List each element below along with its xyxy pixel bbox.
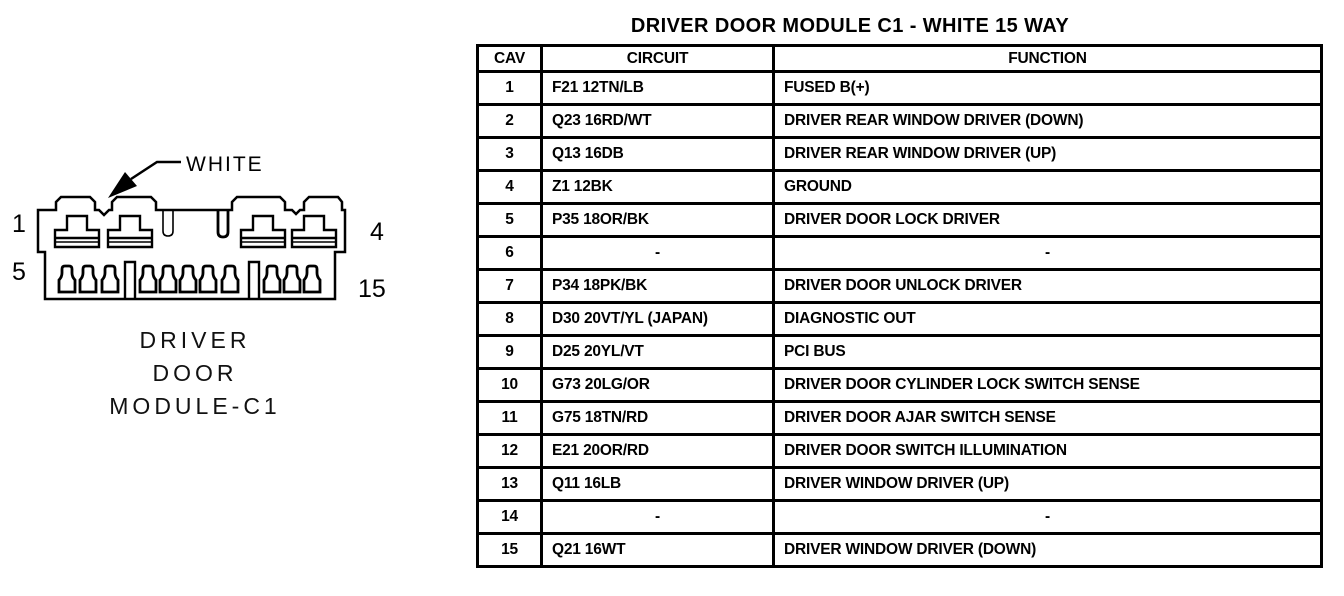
cav-cell: 4 [476,169,543,205]
terminal-pin [78,264,98,294]
caption-line: DRIVER [139,327,251,353]
polarization-slot [216,210,230,239]
connector-color-label: WHITE [186,153,264,176]
function-cell: PCI BUS [772,334,1323,370]
table-row: 6-- [476,235,1323,271]
circuit-cell: P34 18PK/BK [540,268,775,304]
pin-terminals [57,264,322,294]
terminal-pin [158,264,178,294]
circuit-cell: P35 18OR/BK [540,202,775,238]
function-cell: DRIVER REAR WINDOW DRIVER (UP) [772,136,1323,172]
function-cell: DRIVER DOOR LOCK DRIVER [772,202,1323,238]
circuit-cell: G75 18TN/RD [540,400,775,436]
circuit-cell: Q13 16DB [540,136,775,172]
circuit-cell: G73 20LG/OR [540,367,775,403]
function-cell: DRIVER DOOR AJAR SWITCH SENSE [772,400,1323,436]
connector-body-outline [36,195,347,301]
table-title: DRIVER DOOR MODULE C1 - WHITE 15 WAY [630,15,1070,37]
connector-caption: DRIVER DOOR MODULE-C1 [30,324,360,423]
terminal-pin [220,264,240,294]
cav-cell: 6 [476,235,543,271]
function-cell: DRIVER DOOR UNLOCK DRIVER [772,268,1323,304]
pin-label-1: 1 [12,210,26,238]
terminal-pin [302,264,322,294]
blade-terminals [53,214,338,249]
terminal-pin [282,264,302,294]
circuit-cell: F21 12TN/LB [540,70,775,106]
cav-cell: 15 [476,532,543,568]
pin-label-5: 5 [12,258,26,286]
divider-wall [123,260,137,298]
cav-cell: 14 [476,499,543,535]
divider-wall [247,260,261,298]
polarization-slot [162,210,174,237]
column-header-circuit: CIRCUIT [540,44,775,73]
cav-cell: 3 [476,136,543,172]
circuit-cell: D25 20YL/VT [540,334,775,370]
function-cell: DIAGNOSTIC OUT [772,301,1323,337]
caption-line: DOOR [152,360,238,386]
function-cell: DRIVER DOOR CYLINDER LOCK SWITCH SENSE [772,367,1323,403]
cav-cell: 7 [476,268,543,304]
circuit-cell: Z1 12BK [540,169,775,205]
caption-line: MODULE-C1 [109,393,281,419]
column-header-cav: CAV [476,44,543,73]
connector-figure: WHITE [12,153,386,303]
cav-cell: 11 [476,400,543,436]
terminal-pin [100,264,120,294]
cav-cell: 12 [476,433,543,469]
column-header-function: FUNCTION [772,44,1323,73]
cav-cell: 9 [476,334,543,370]
cav-cell: 5 [476,202,543,238]
function-cell: DRIVER WINDOW DRIVER (UP) [772,466,1323,502]
circuit-cell: Q11 16LB [540,466,775,502]
circuit-cell: Q21 16WT [540,532,775,568]
circuit-cell: D30 20VT/YL (JAPAN) [540,301,775,337]
function-cell: - [772,235,1323,271]
circuit-cell: Q23 16RD/WT [540,103,775,139]
circuit-cell: - [540,235,775,271]
function-cell: GROUND [772,169,1323,205]
circuit-cell: E21 20OR/RD [540,433,775,469]
terminal-pin [262,264,282,294]
function-cell: - [772,499,1323,535]
function-cell: DRIVER REAR WINDOW DRIVER (DOWN) [772,103,1323,139]
header-row: CAV CIRCUIT FUNCTION [476,44,1323,73]
function-cell: FUSED B(+) [772,70,1323,106]
function-cell: DRIVER WINDOW DRIVER (DOWN) [772,532,1323,568]
function-cell: DRIVER DOOR SWITCH ILLUMINATION [772,433,1323,469]
cav-cell: 13 [476,466,543,502]
terminal-pin [138,264,158,294]
terminal-pin [57,264,77,294]
pin-label-4: 4 [370,218,384,246]
cav-cell: 10 [476,367,543,403]
cav-cell: 2 [476,103,543,139]
terminal-pin [178,264,198,294]
circuit-cell: - [540,499,775,535]
pointer-arrow-icon [108,160,181,198]
pin-label-15: 15 [358,275,386,303]
cav-cell: 8 [476,301,543,337]
terminal-pin [198,264,218,294]
table-row: 14-- [476,499,1323,535]
cav-cell: 1 [476,70,543,106]
